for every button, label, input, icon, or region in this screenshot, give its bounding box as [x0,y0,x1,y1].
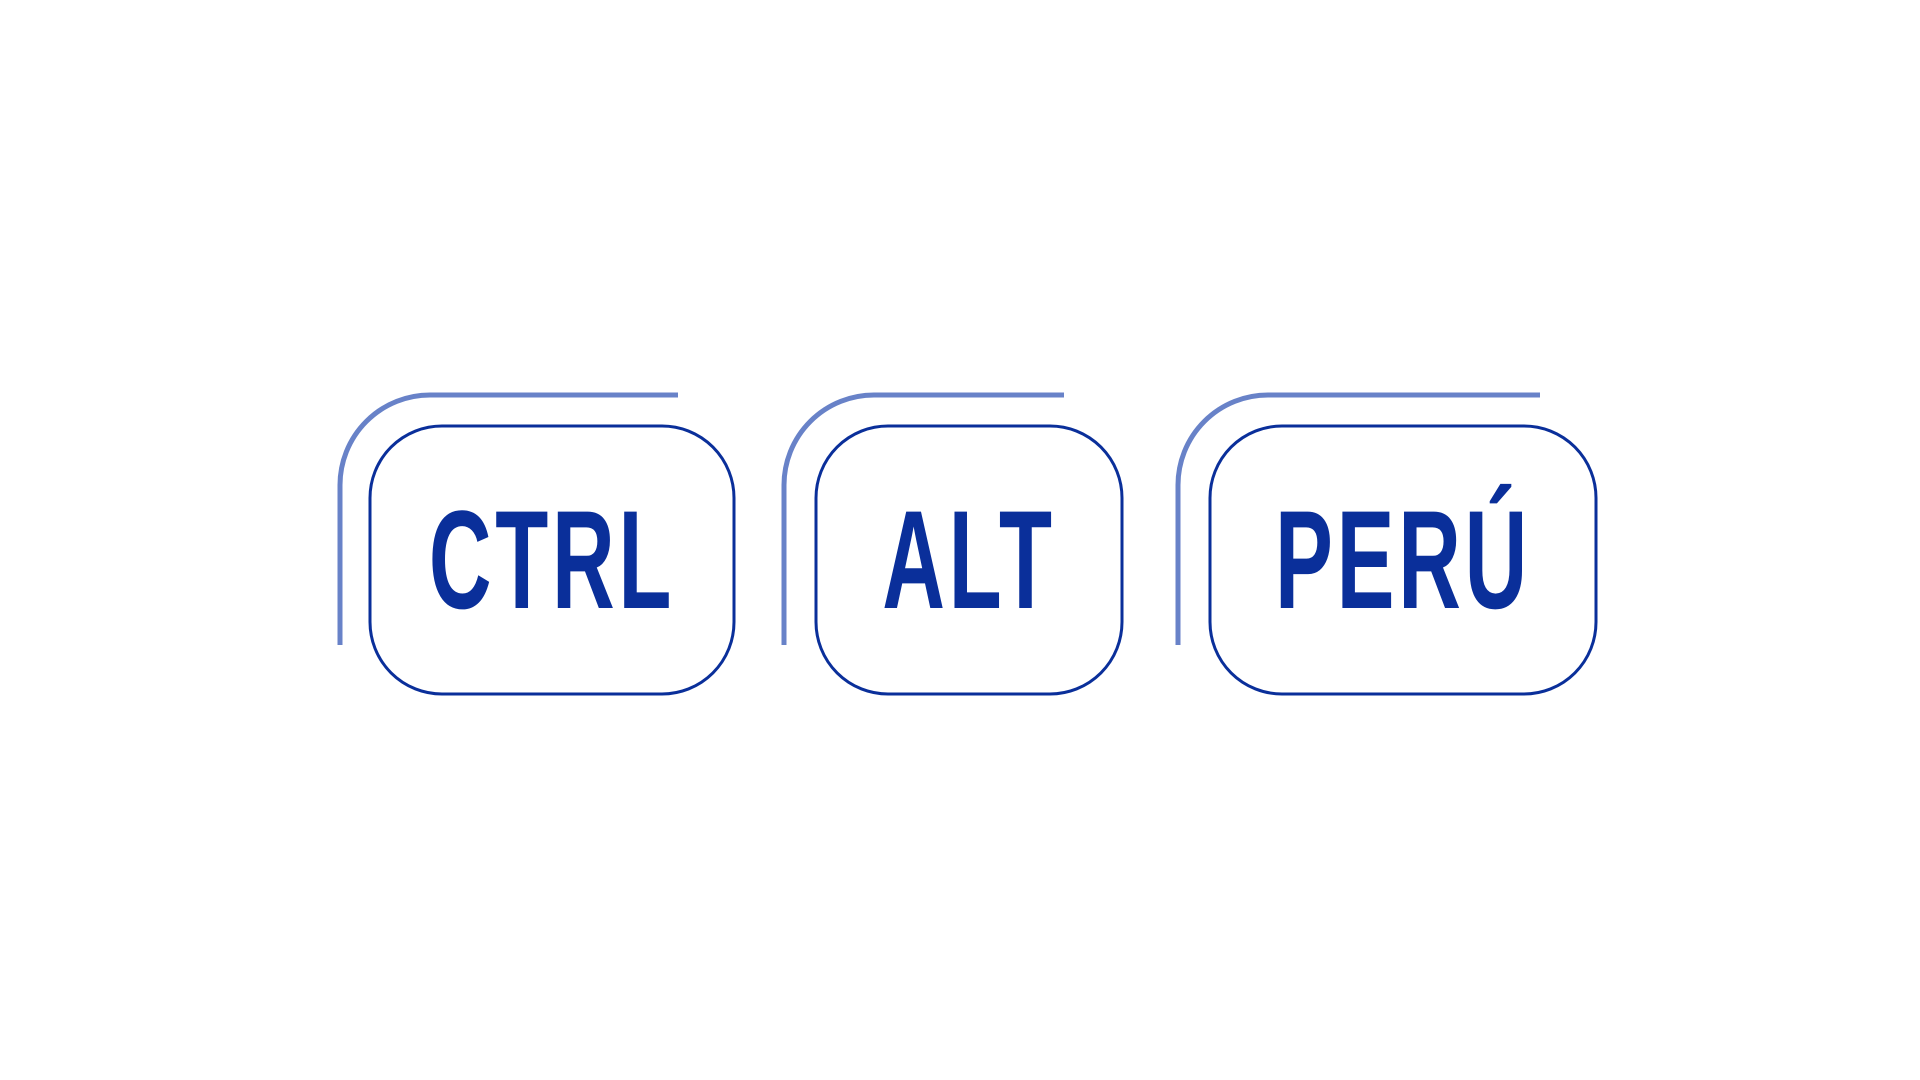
ctrl-key-label: CTRL [428,481,676,638]
ctrl-key-back-outline [337,392,678,645]
alt-key [781,392,1124,696]
ctrl-key-front-outline [368,424,736,696]
peru-key-back-outline [1175,392,1540,645]
alt-key-back-outline [781,392,1064,645]
peru-key-front-outline [1208,424,1598,696]
alt-key-front-outline [814,424,1124,696]
alt-key-label: ALT [882,481,1056,638]
peru-key-label: PERÚ [1274,481,1532,638]
ctrl-key [337,392,736,696]
peru-key [1175,392,1598,696]
